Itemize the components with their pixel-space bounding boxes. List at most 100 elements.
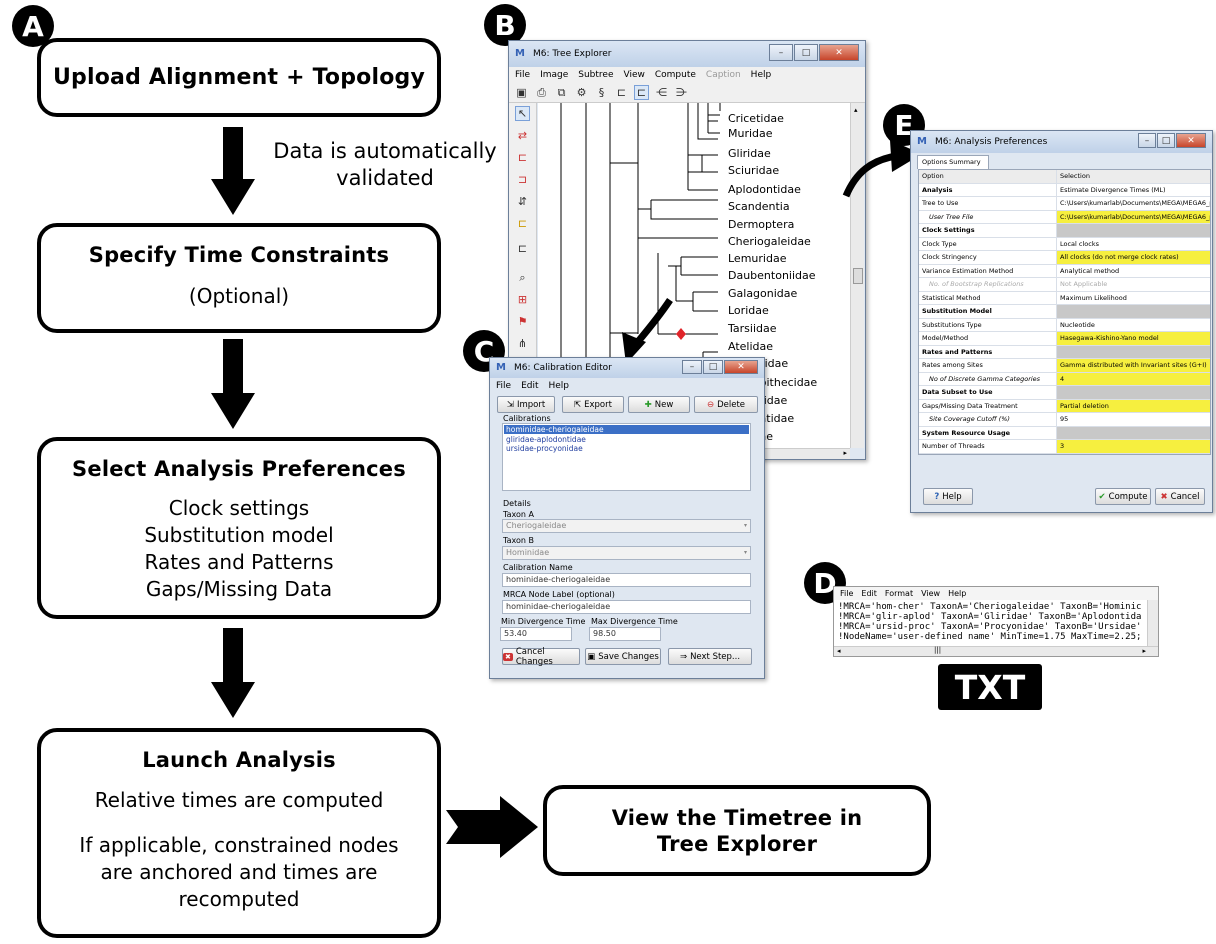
maximize-button[interactable]: □: [1157, 133, 1175, 148]
new-button[interactable]: ✚New: [628, 396, 690, 413]
calibrations-list[interactable]: hominidae-cheriogaleidae gliridae-aplodo…: [502, 423, 751, 491]
horizontal-scrollbar[interactable]: ◂ ||| ▸: [834, 646, 1158, 656]
minimize-button[interactable]: –: [682, 360, 702, 374]
mrca-input[interactable]: hominidae-cheriogaleidae: [502, 600, 751, 614]
calibration-item[interactable]: ursidae-procyonidae: [506, 444, 583, 453]
menu-view[interactable]: View: [921, 589, 941, 598]
scroll-thumb[interactable]: [853, 268, 863, 284]
calibration-item-selected[interactable]: hominidae-cheriogaleidae: [504, 425, 749, 434]
vertical-scrollbar[interactable]: [1147, 600, 1158, 646]
taxon-a-value: Cheriogaleidae: [506, 521, 567, 530]
option-row[interactable]: Clock Settings: [919, 224, 1210, 238]
tree-explorer-toolbar: ▣ ⎙ ⧉ ⚙ § ⊏ ⊏ ⋲ ⋺: [509, 83, 865, 103]
maximize-button[interactable]: □: [703, 360, 723, 374]
option-selection: C:\Users\kumarlab\Documents\MEGA\MEGA6_p: [1057, 210, 1210, 223]
calibration-node-marker[interactable]: [676, 328, 686, 340]
circle-tree-icon[interactable]: ⋲: [656, 86, 667, 99]
compute-button[interactable]: ✔Compute: [1095, 488, 1151, 505]
topology-icon[interactable]: ⊏: [517, 242, 528, 255]
option-row[interactable]: Substitution Model: [919, 305, 1210, 319]
pointer-icon[interactable]: ↖: [515, 106, 530, 121]
pref-item: Substitution model: [144, 523, 334, 547]
menu-image[interactable]: Image: [540, 70, 569, 80]
menu-help[interactable]: Help: [750, 70, 772, 80]
marker-icon[interactable]: ⚑: [517, 315, 528, 328]
scroll-thumb[interactable]: |||: [934, 646, 942, 654]
minimize-button[interactable]: –: [769, 44, 793, 61]
menu-caption[interactable]: Caption: [705, 70, 741, 80]
root-icon[interactable]: ⊏: [517, 151, 528, 164]
save-changes-button[interactable]: ▣Save Changes: [585, 648, 661, 665]
option-row[interactable]: Data Subset to Use: [919, 386, 1210, 400]
radiation-tree-icon[interactable]: ⋺: [676, 86, 687, 99]
help-button[interactable]: ?Help: [923, 488, 973, 505]
next-step-button[interactable]: ⇒Next Step...: [668, 648, 752, 665]
maximize-button[interactable]: □: [794, 44, 818, 61]
compress-icon[interactable]: ⊐: [517, 173, 528, 186]
scroll-up-icon[interactable]: ▴: [854, 106, 858, 114]
scroll-right-icon[interactable]: ▸: [1142, 647, 1146, 655]
zoom-icon[interactable]: ⊞: [517, 293, 528, 306]
menu-compute[interactable]: Compute: [654, 70, 696, 80]
scroll-left-icon[interactable]: ◂: [837, 647, 841, 655]
option-selection: [1057, 224, 1210, 237]
export-button[interactable]: ⇱Export: [562, 396, 624, 413]
tree-options-icon[interactable]: ⚙: [576, 86, 587, 99]
taxon-a-select[interactable]: Cheriogaleidae▾: [502, 519, 751, 533]
menu-subtree[interactable]: Subtree: [578, 70, 614, 80]
min-divergence-input[interactable]: 53.40: [500, 627, 572, 641]
calibration-item[interactable]: gliridae-aplodontidae: [506, 435, 586, 444]
menu-help[interactable]: Help: [948, 589, 967, 598]
option-row[interactable]: Site Coverage Cutoff (%)95: [919, 413, 1210, 427]
import-button[interactable]: ⇲Import: [497, 396, 555, 413]
scroll-right-icon[interactable]: ▸: [843, 449, 847, 457]
max-divergence-input[interactable]: 98.50: [589, 627, 661, 641]
cancel-button[interactable]: ✖Cancel: [1155, 488, 1205, 505]
taxon-b-select[interactable]: Hominidae▾: [502, 546, 751, 560]
swap-icon[interactable]: ⇵: [517, 195, 528, 208]
tab-options-summary[interactable]: Options Summary: [917, 155, 989, 169]
vertical-scrollbar[interactable]: ▴: [850, 103, 864, 448]
menu-format[interactable]: Format: [884, 589, 914, 598]
close-button[interactable]: ✕: [724, 360, 758, 374]
font-icon[interactable]: §: [598, 86, 605, 99]
calibration-name-input[interactable]: hominidae-cheriogaleidae: [502, 573, 751, 587]
menu-file[interactable]: File: [840, 589, 854, 598]
menu-edit[interactable]: Edit: [861, 589, 877, 598]
flip-icon[interactable]: ⇄: [517, 129, 528, 142]
menu-view[interactable]: View: [623, 70, 645, 80]
rectangular-tree-icon[interactable]: ⊏: [616, 86, 627, 99]
menu-edit[interactable]: Edit: [521, 380, 539, 391]
copy-icon[interactable]: ⧉: [557, 85, 566, 99]
close-button[interactable]: ✕: [819, 44, 859, 61]
cancel-changes-button[interactable]: ✖Cancel Changes: [502, 647, 580, 667]
search-icon[interactable]: ⌕: [519, 270, 526, 284]
branch-icon[interactable]: ⋔: [517, 337, 528, 350]
subtree-icon[interactable]: ⊏: [517, 217, 528, 230]
option-row[interactable]: System Resource Usage: [919, 426, 1210, 440]
option-row[interactable]: Rates and Patterns: [919, 345, 1210, 359]
save-icon[interactable]: ▣: [516, 86, 527, 99]
print-icon[interactable]: ⎙: [537, 85, 546, 99]
delete-button[interactable]: ⊖Delete: [694, 396, 758, 413]
menu-file[interactable]: File: [496, 380, 512, 391]
close-button[interactable]: ✕: [1176, 133, 1206, 148]
menu-file[interactable]: File: [515, 70, 531, 80]
menu-help[interactable]: Help: [548, 380, 570, 391]
straight-tree-icon[interactable]: ⊏: [634, 85, 649, 100]
minimize-button[interactable]: –: [1138, 133, 1156, 148]
